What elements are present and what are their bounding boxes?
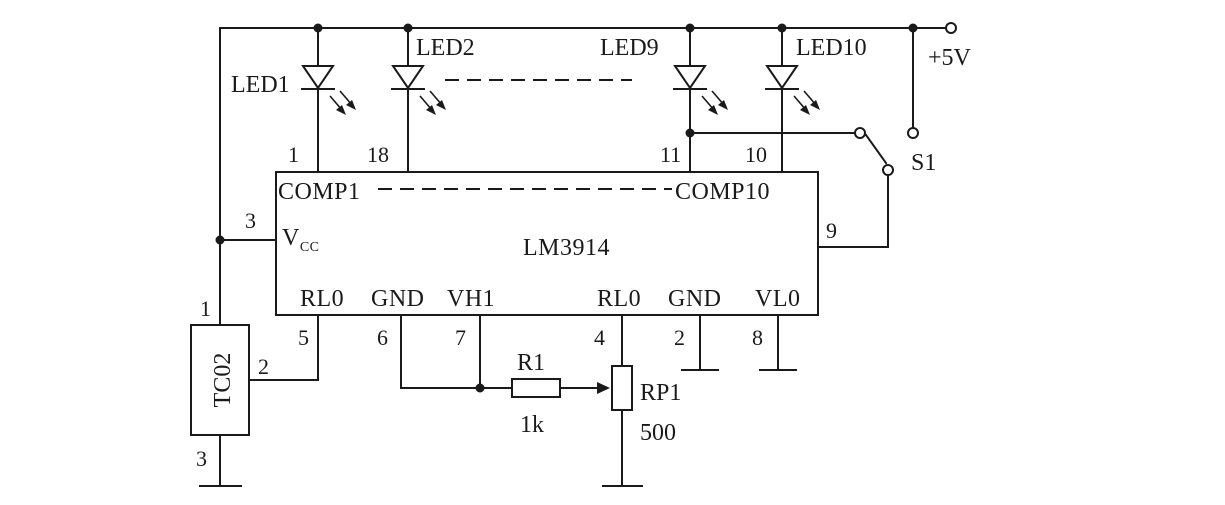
pin-9-number: 9	[826, 218, 837, 243]
r1-label: R1	[517, 350, 545, 376]
led9-diode	[673, 27, 728, 173]
pin-1-number: 1	[288, 142, 299, 167]
led2-label: LED2	[416, 35, 475, 61]
pin-2-number: 2	[674, 325, 685, 350]
ic-name: LM3914	[523, 235, 610, 261]
lm3914-ic	[275, 171, 819, 316]
tc02-pin-2: 2	[258, 354, 269, 379]
tc02-label: TC02	[210, 353, 236, 408]
resistor-r1	[511, 378, 561, 398]
pin-10-number: 10	[745, 142, 767, 167]
led9-label: LED9	[600, 35, 659, 61]
r1-value: 1k	[520, 412, 544, 438]
ic-pin-label-gnd-left: GND	[371, 286, 425, 312]
led1-diode	[301, 27, 356, 173]
ic-vcc-label: VCC	[282, 225, 320, 255]
switch-label: S1	[911, 150, 936, 176]
supply-terminal	[945, 22, 957, 34]
ic-pin-label-rl0-right: RL0	[597, 286, 641, 312]
led10-diode	[765, 27, 820, 173]
ic-pin-label-rl0-left: RL0	[300, 286, 344, 312]
reference-network	[400, 314, 643, 487]
pin-4-number: 4	[594, 325, 605, 350]
tc02-wiring	[199, 314, 319, 487]
pin-8-number: 8	[752, 325, 763, 350]
ic-pin-label-vl0: VL0	[755, 286, 801, 312]
led1-label: LED1	[231, 72, 290, 98]
led2-diode	[391, 27, 446, 173]
ic-comp10-label: COMP10	[675, 179, 770, 205]
ic-pin-label-vh1: VH1	[447, 286, 495, 312]
ground-pin-8	[759, 314, 797, 371]
pin-18-number: 18	[367, 142, 389, 167]
pin-7-number: 7	[455, 325, 466, 350]
ic-pin-label-gnd-right: GND	[668, 286, 722, 312]
pin-5-number: 5	[298, 325, 309, 350]
ic-comp1-label: COMP1	[278, 179, 361, 205]
pin-11-number: 11	[660, 142, 681, 167]
pin-3-number: 3	[245, 208, 256, 233]
tc02-pin-3: 3	[196, 446, 207, 471]
potentiometer-rp1	[611, 365, 633, 411]
ground-pin-2	[681, 314, 719, 371]
supply-label: +5V	[928, 45, 972, 71]
led10-label: LED10	[796, 35, 867, 61]
rp1-label: RP1	[640, 380, 681, 406]
switch-s1	[685, 127, 919, 248]
rp1-value: 500	[640, 420, 676, 446]
tc02-pin-1: 1	[200, 296, 211, 321]
vcc-wire	[215, 235, 277, 245]
pin-6-number: 6	[377, 325, 388, 350]
